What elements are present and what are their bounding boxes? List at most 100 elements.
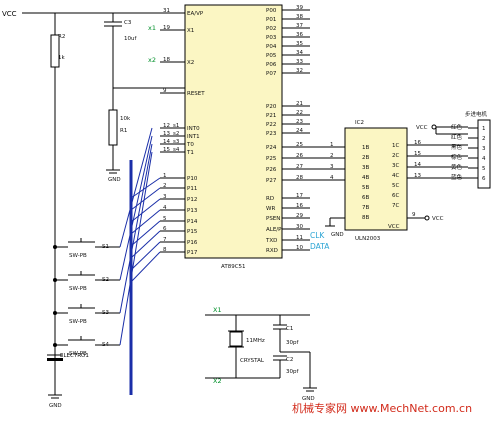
motor-wire-color: 黑色 <box>451 143 463 151</box>
mcu-left-pin-name: P16 <box>187 240 198 246</box>
motor-pin: 3 <box>482 146 486 152</box>
electro-label: ELECTRO1 <box>60 353 89 359</box>
mcu-right-pin-name: PSEN <box>266 216 280 222</box>
uln2003-chip <box>344 127 408 231</box>
mcu-right-pin-name: P06 <box>266 62 277 68</box>
net-s1-label: s1 <box>173 123 179 129</box>
mcu-right-pin-name: RD <box>266 196 274 202</box>
ic2-in-pin: 6B <box>362 195 369 201</box>
mcu-left-pin-num: 9 <box>163 88 167 94</box>
clk-label: CLK <box>310 231 325 240</box>
mcu-right-pins: 39P0038P0137P0236P0335P0434P0533P0632P07… <box>265 5 310 254</box>
ic2-out-pin: 4C <box>392 173 399 179</box>
mcu-to-ic2-wires <box>310 146 345 181</box>
motor-pin: 2 <box>482 136 486 142</box>
motor-wire-color: 棕色 <box>451 153 463 161</box>
motor-pin: 4 <box>482 156 486 162</box>
mcu-left-pin-num: 3 <box>163 194 167 200</box>
switch-s1-ref: S1 <box>102 244 109 250</box>
c2-ref: C2 <box>286 357 293 363</box>
motor-pins: 1 2 3 4 5 6 <box>482 126 486 182</box>
mcu-right-pin-num: 22 <box>296 110 303 116</box>
mcu-left-pin-name: P17 <box>187 250 198 256</box>
ic2-out-num-2: 15 <box>414 151 421 157</box>
motor-connector <box>477 119 491 189</box>
mcu-left-pin-num: 7 <box>163 237 167 243</box>
ic2-in-pin: 5B <box>362 185 369 191</box>
c3-ref: C3 <box>124 20 132 26</box>
ic2-out-pin: 2C <box>392 153 399 159</box>
ic2-out-pin: 3C <box>392 163 399 169</box>
mcu-right-pin-name: RXD <box>266 248 278 254</box>
mcu-right-pin-num: 35 <box>296 41 303 47</box>
ic2-out-num-4: 13 <box>414 173 421 179</box>
mcu-right-pin-num: 17 <box>296 193 303 199</box>
mcu-left-pin-name: P13 <box>187 208 198 214</box>
mcu-right-pin-num: 26 <box>296 153 303 159</box>
switch-s4-ref: S4 <box>102 342 109 348</box>
ic2-out-num-1: 16 <box>414 140 421 146</box>
motor-pin: 5 <box>482 166 486 172</box>
ic2-in-num-3: 3 <box>330 164 334 170</box>
c2-value: 30pf <box>286 369 299 375</box>
ic2-in-pin: 4B <box>362 175 369 181</box>
mcu-right-pin-name: P20 <box>266 104 277 110</box>
mcu-right-pin-num: 34 <box>296 50 303 56</box>
mcu-left-pin-num: 6 <box>163 226 167 232</box>
crystal-freq: 11MHz <box>246 338 265 344</box>
mcu-left-pin-num: 31 <box>163 8 170 14</box>
mcu-right-pin-name: P22 <box>266 122 276 128</box>
mcu-right-pin-num: 21 <box>296 101 303 107</box>
motor-pin: 1 <box>482 126 486 132</box>
mcu-right-pin-num: 23 <box>296 119 303 125</box>
net-x1-label: x1 <box>148 24 156 32</box>
mcu-right-pin-num: 16 <box>296 203 303 209</box>
mcu-right-pin-name: P24 <box>266 145 277 151</box>
r2-ref: R2 <box>58 34 65 40</box>
mcu-left-pin-num: 15 <box>163 147 170 153</box>
ic2-out-num-3: 14 <box>414 162 421 168</box>
switch-s1-type: SW-PB <box>69 253 87 259</box>
crystal-type: CRYSTAL <box>240 358 265 364</box>
c3-value: 10uf <box>124 36 137 42</box>
ic2-ref: IC2 <box>355 120 364 126</box>
motor-pin: 6 <box>482 176 486 182</box>
mcu-right-pin-name: P21 <box>266 113 276 119</box>
switch-s4: SW-PB S4 <box>53 336 120 357</box>
mcu-right-pin-num: 27 <box>296 164 303 170</box>
mcu-left-pin-name: P14 <box>187 219 198 225</box>
mcu-right-pin-num: 24 <box>296 128 303 134</box>
mcu-left-pin-num: 8 <box>163 247 167 253</box>
vcc-label: VCC <box>2 10 17 18</box>
r1-body <box>108 109 118 146</box>
switch-s3-type: SW-PB <box>69 319 87 325</box>
ic2-out-pin: 7C <box>392 203 399 209</box>
mcu-left-pin-name: X2 <box>187 60 194 66</box>
motor-wire-color: 红色 <box>451 123 463 131</box>
ic2-in-num-1: 1 <box>330 142 334 148</box>
ic2-in-num-4: 4 <box>330 175 334 181</box>
mcu-right-pin-name: WR <box>266 206 275 212</box>
mcu-right-pin-num: 36 <box>296 32 303 38</box>
ic2-out-pin: 5C <box>392 183 399 189</box>
mcu-right-pin-num: 32 <box>296 68 303 74</box>
mcu-left-pin-name: T0 <box>186 142 194 148</box>
mcu-left-pin-num: 18 <box>163 57 170 63</box>
mcu-left-pin-num: 12 <box>163 123 170 129</box>
mcu-left-pin-name: P12 <box>187 197 197 203</box>
gnd-label-2: GND <box>49 403 62 409</box>
mcu-right-pin-name: ALE/P <box>266 227 282 233</box>
watermark: 机械专家网 www.MechNet.com.cn <box>292 401 472 415</box>
gnd-label-3: GND <box>331 232 344 238</box>
mcu-right-pin-name: P04 <box>266 44 277 50</box>
gnd-label-4: GND <box>302 396 315 402</box>
mcu-right-pin-name: P27 <box>266 178 277 184</box>
ic2-vcc-pin-num: 9 <box>412 212 416 218</box>
mcu-right-pin-name: P23 <box>266 131 277 137</box>
mcu-left-pin-num: 13 <box>163 131 170 137</box>
mcu-chip <box>184 4 283 259</box>
mcu-left-pin-num: 19 <box>163 25 170 31</box>
